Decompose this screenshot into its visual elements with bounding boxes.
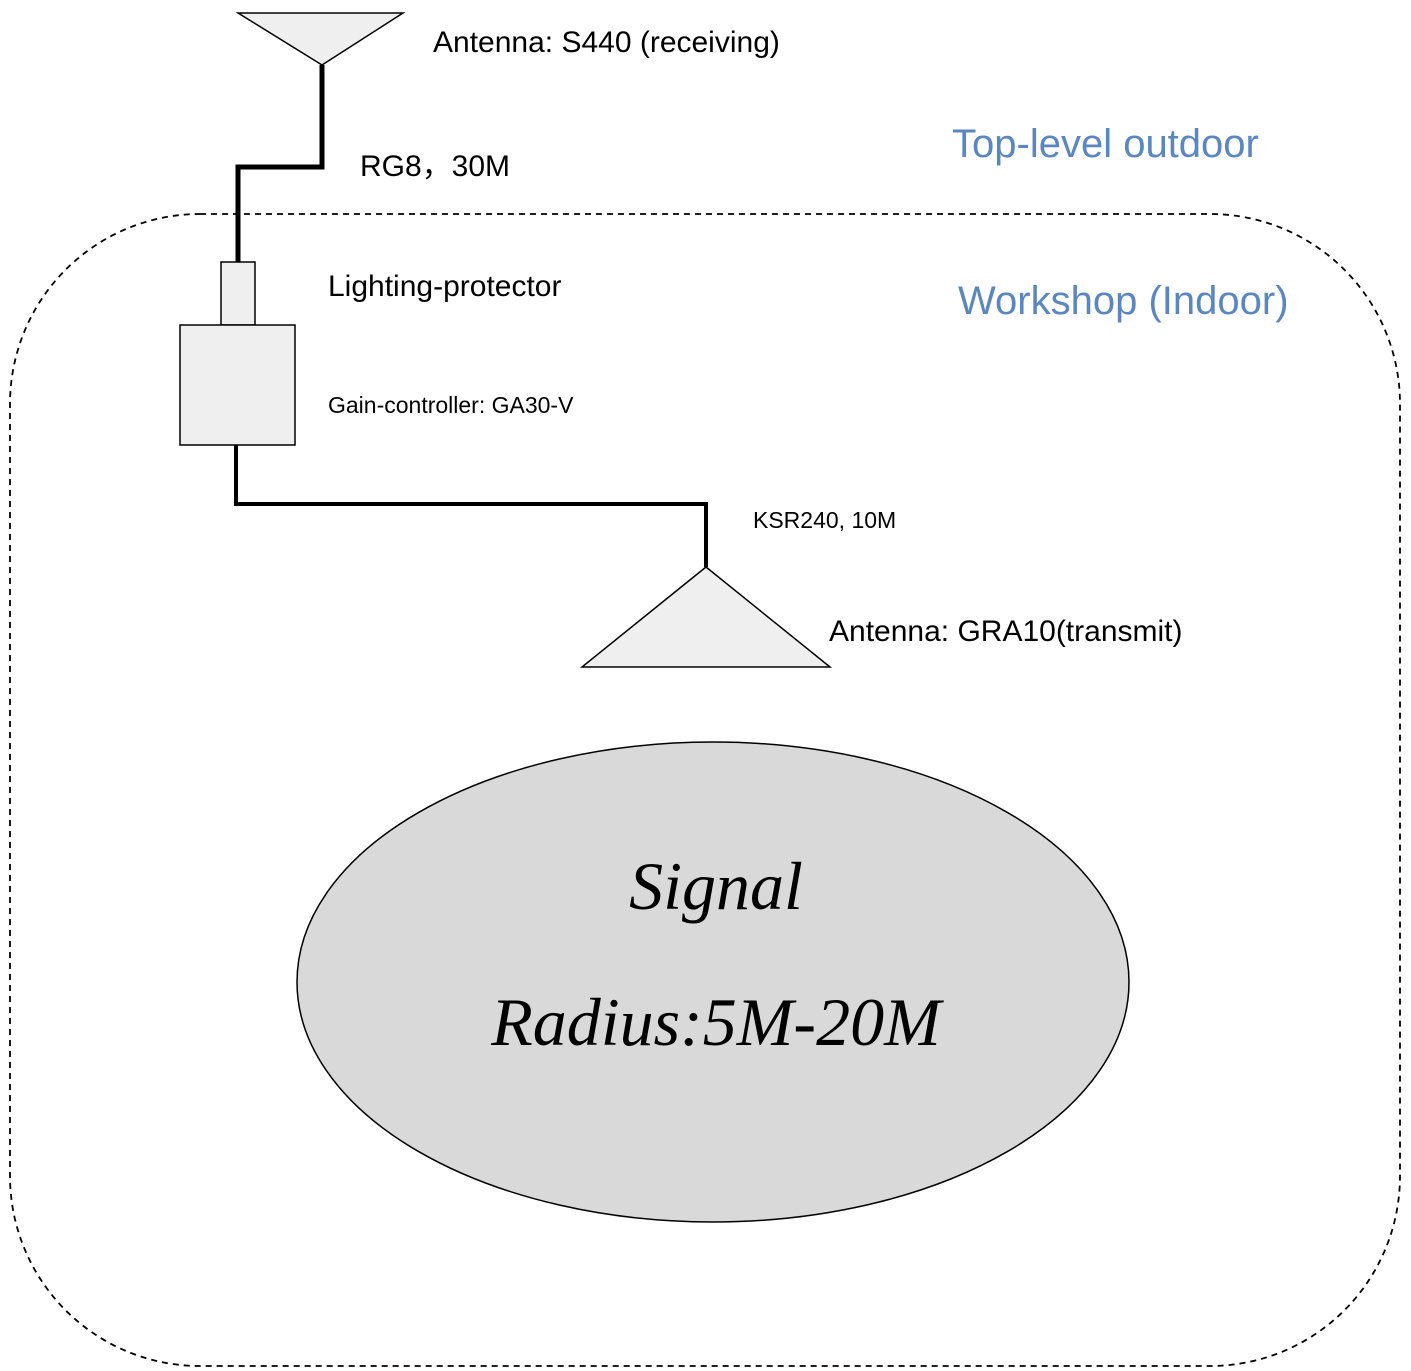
signal-radius: Radius:5M-20M <box>490 984 944 1060</box>
lightning-protector-label: Lighting-protector <box>328 270 561 303</box>
upper-cable <box>235 65 325 262</box>
gain-controller-icon <box>179 324 296 446</box>
indoor-zone-label: Workshop (Indoor) <box>958 279 1289 323</box>
outdoor-zone-label: Top-level outdoor <box>952 122 1259 166</box>
lower-cable-label: KSR240, 10M <box>753 507 896 533</box>
signal-title: Signal <box>629 848 803 924</box>
receiving-antenna-label: Antenna: S440 (receiving) <box>433 26 780 59</box>
indoor-zone-boundary <box>9 213 1401 1367</box>
transmit-antenna-icon <box>579 566 833 668</box>
gain-controller-label: Gain-controller: GA30-V <box>328 392 574 418</box>
lower-cable <box>234 445 708 567</box>
transmit-antenna-label: Antenna: GRA10(transmit) <box>829 615 1182 648</box>
signal-coverage-area <box>296 741 1130 1223</box>
receiving-antenna-icon <box>235 12 406 66</box>
upper-cable-label: RG8，30M <box>360 150 510 183</box>
lightning-protector-icon <box>220 261 256 326</box>
